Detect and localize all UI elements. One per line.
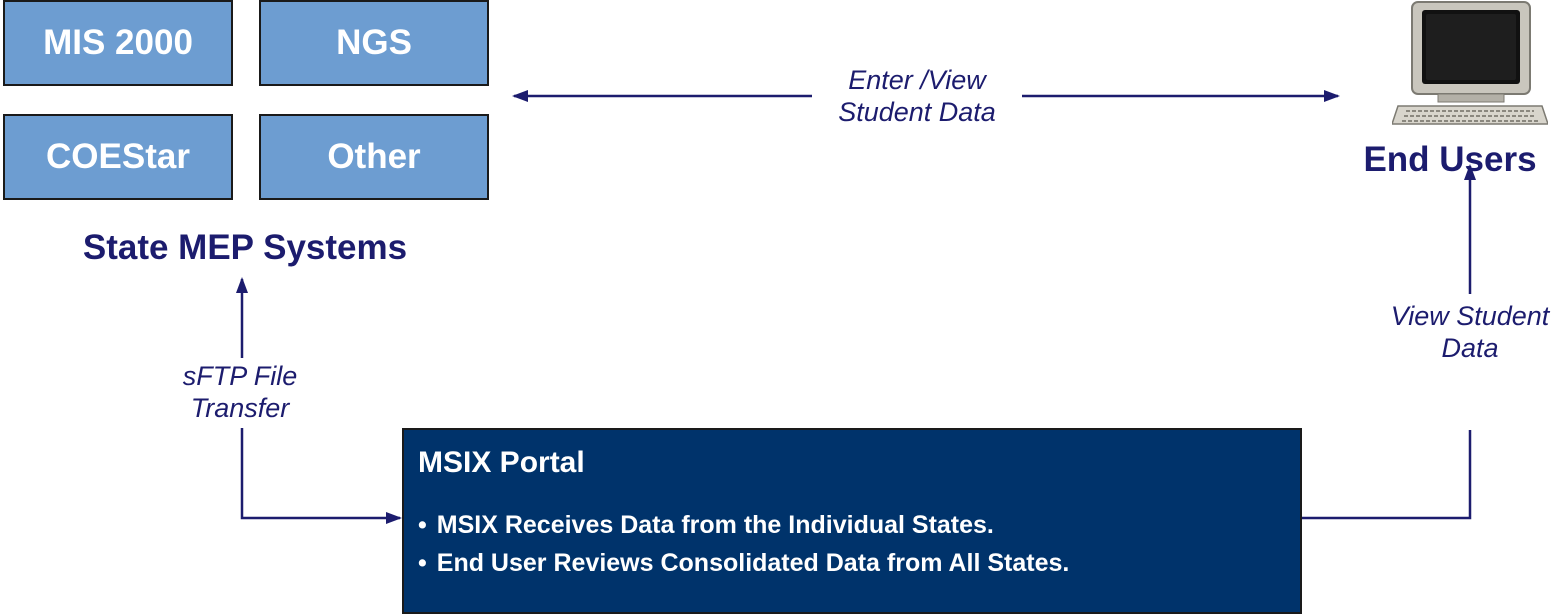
system-box-other: Other xyxy=(259,114,489,200)
portal-bullet-item: • MSIX Receives Data from the Individual … xyxy=(418,506,1069,544)
sftp-label-line2: Transfer xyxy=(190,393,290,423)
bullet-icon: • xyxy=(418,511,427,539)
portal-bullet-text: MSIX Receives Data from the Individual S… xyxy=(436,511,994,539)
enter-view-label-line1: Enter /View xyxy=(848,65,986,95)
sftp-label-line1: sFTP File xyxy=(182,361,298,391)
view-student-label: View Student Data xyxy=(1360,300,1565,364)
sftp-label: sFTP File Transfer xyxy=(150,360,330,424)
end-users-label: End Users xyxy=(1363,140,1537,179)
system-box-ngs: NGS xyxy=(259,0,489,86)
system-box-mis-2000: MIS 2000 xyxy=(3,0,233,86)
computer-icon xyxy=(1392,1,1548,125)
portal-title: MSIX Portal xyxy=(418,446,585,479)
portal-bullet-item: • End User Reviews Consolidated Data from… xyxy=(418,544,1069,582)
msix-portal-box: MSIX Portal • MSIX Receives Data from the… xyxy=(402,428,1302,614)
sftp-arrow-to-portal xyxy=(240,428,402,524)
enter-view-label: Enter /View Student Data xyxy=(812,64,1022,128)
view-student-label-line1: View Student xyxy=(1390,301,1550,331)
enter-view-label-line2: Student Data xyxy=(838,97,996,127)
state-systems-title: State MEP Systems xyxy=(82,228,408,267)
system-box-coestar: COEStar xyxy=(3,114,233,200)
portal-to-end-users-line xyxy=(1302,430,1472,520)
portal-bullet-text: End User Reviews Consolidated Data from … xyxy=(436,549,1070,577)
view-student-label-line2: Data xyxy=(1441,333,1499,363)
portal-bullet-list: • MSIX Receives Data from the Individual … xyxy=(418,506,1069,582)
bullet-icon: • xyxy=(418,549,427,577)
